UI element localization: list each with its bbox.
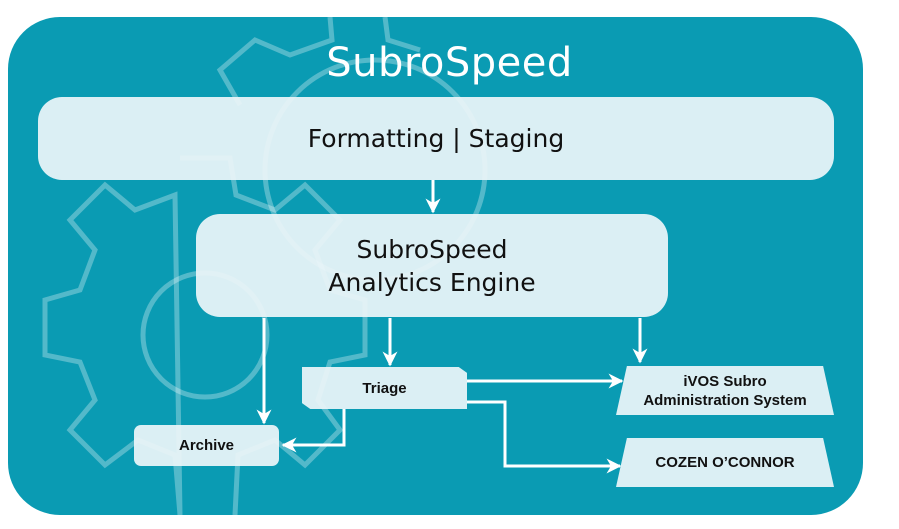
- analytics-engine-line1: SubroSpeed: [356, 234, 508, 264]
- formatting-staging-node: Formatting | Staging: [38, 97, 834, 180]
- analytics-engine-line2: Analytics Engine: [328, 267, 536, 297]
- formatting-staging-label: Formatting | Staging: [307, 124, 565, 153]
- ivos-line1: iVOS Subro: [683, 372, 767, 390]
- archive-label: Archive: [178, 437, 235, 454]
- cozen-label: COZEN O’CONNOR: [655, 454, 795, 471]
- cozen-node: COZEN O’CONNOR: [616, 438, 834, 487]
- triage-label: Triage: [362, 379, 407, 397]
- triage-node: Triage: [302, 367, 467, 409]
- archive-node: Archive: [134, 425, 279, 466]
- analytics-engine-node: SubroSpeed Analytics Engine: [196, 214, 668, 317]
- diagram-title: SubroSpeed: [326, 40, 573, 86]
- ivos-line2: Administration System: [643, 391, 807, 409]
- ivos-node: iVOS Subro Administration System: [616, 366, 834, 415]
